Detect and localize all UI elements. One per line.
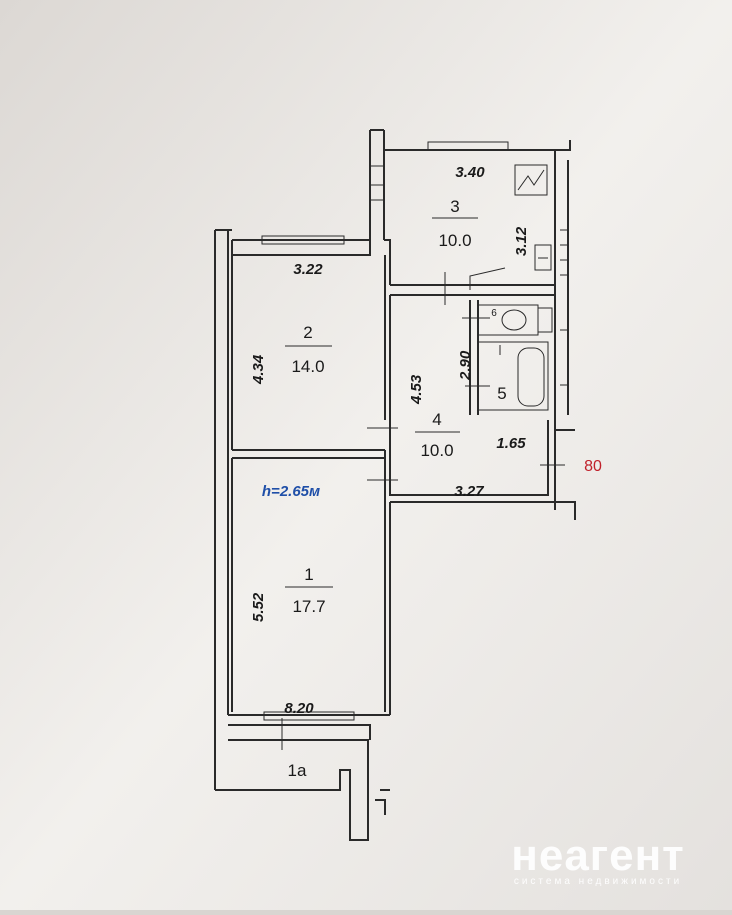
dim-room1-depth: 5.52 (250, 592, 267, 622)
room-1-number: 1 (304, 565, 313, 584)
room-labels: 3 10.0 2 14.0 4 10.0 1 17.7 5 6 1а (285, 197, 507, 780)
bathtub-icon (517, 347, 545, 407)
side-marker-label: 80 (584, 458, 602, 475)
balcony-number: 1а (288, 761, 307, 780)
dim-room3-depth: 3.12 (513, 226, 530, 256)
balcony (215, 724, 390, 841)
dim-room2-depth: 4.34 (250, 354, 267, 385)
sink-icon (534, 244, 552, 271)
room-3-area: 10.0 (438, 231, 471, 250)
room-3-number: 3 (450, 197, 459, 216)
room-1-area: 17.7 (292, 597, 325, 616)
room-6-number: 6 (491, 308, 497, 319)
watermark: неагент система недвижимости (511, 831, 684, 887)
dim-hall-nook: 1.65 (496, 435, 526, 452)
outer-walls (214, 129, 571, 790)
watermark-tagline: система недвижимости (514, 876, 682, 887)
stove-icon (514, 164, 548, 196)
windows (261, 141, 509, 721)
right-wall-details (555, 229, 576, 520)
dim-hall-width: 3.27 (454, 483, 484, 500)
room-2-area: 14.0 (291, 357, 324, 376)
door-marks (281, 165, 565, 750)
bathroom-compartment (477, 341, 549, 411)
kitchen-fixtures (514, 164, 552, 271)
toilet-icon (501, 309, 527, 331)
ceiling-height-label: h=2.65м (262, 483, 320, 500)
room-5-number: 5 (497, 384, 506, 403)
watermark-brand: неагент (511, 831, 684, 880)
bathroom-fixtures (477, 304, 553, 411)
room-4-number: 4 (432, 410, 441, 429)
dimension-labels: 3.40 3.12 3.22 4.34 4.53 2.90 3.27 1.65 … (250, 164, 530, 717)
dim-bath-depth: 2.90 (457, 350, 474, 381)
room-2-number: 2 (303, 323, 312, 342)
dim-room3-width: 3.40 (455, 164, 485, 181)
room-4-area: 10.0 (420, 441, 453, 460)
dim-hall-depth: 4.53 (408, 374, 425, 405)
dim-room1-width: 8.20 (284, 700, 314, 717)
dim-room2-width: 3.22 (293, 261, 323, 278)
